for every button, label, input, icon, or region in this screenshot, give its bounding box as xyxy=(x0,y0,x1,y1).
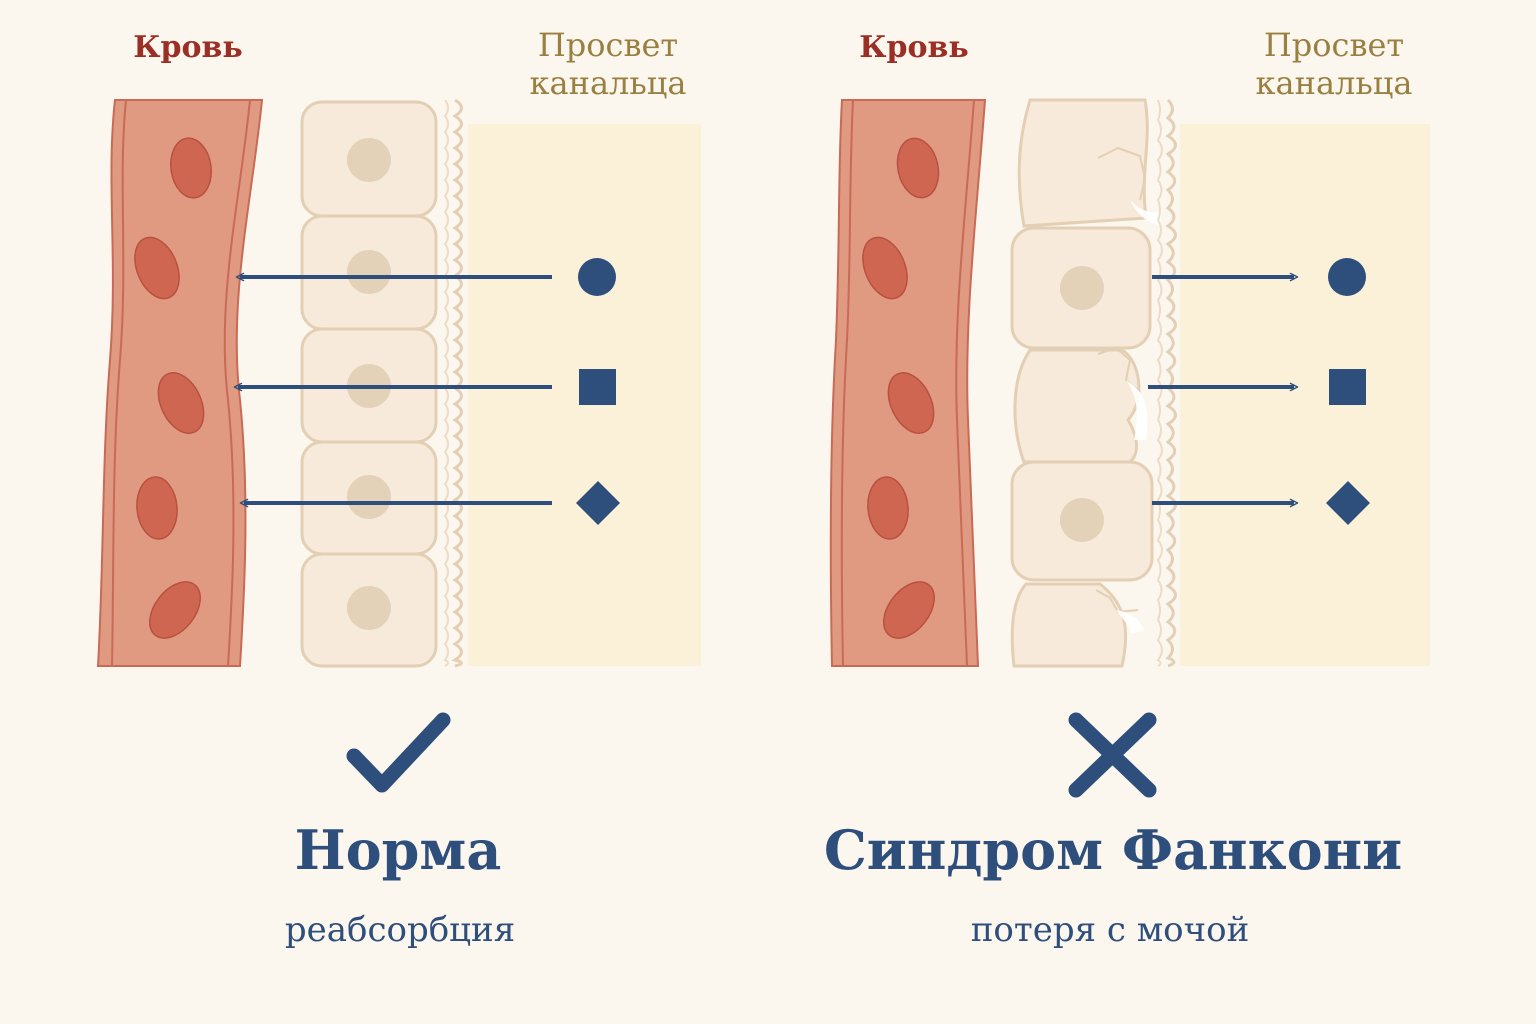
lumen-label: Просвет канальца xyxy=(488,26,728,102)
red-blood-cell xyxy=(170,137,212,199)
red-blood-cell xyxy=(883,581,935,639)
circle-icon xyxy=(1328,258,1366,296)
brush-border-damaged xyxy=(1156,98,1177,668)
reabsorption-arrows xyxy=(233,272,552,508)
diamond-icon xyxy=(1326,481,1370,525)
lumen-label-line1: Просвет xyxy=(537,26,679,64)
tubular-epithelium xyxy=(300,98,463,668)
lumen-label: Просвет канальца xyxy=(1214,26,1454,102)
panel-title: Синдром Фанкони xyxy=(823,818,1403,882)
cell-nucleus xyxy=(1060,498,1104,542)
cell-nucleus xyxy=(347,586,391,630)
cross-icon xyxy=(1068,712,1157,798)
lumen-label-line1: Просвет xyxy=(1263,26,1405,64)
check-icon xyxy=(346,712,451,793)
red-blood-cell xyxy=(862,236,908,300)
lumen-label-line2: канальца xyxy=(1255,64,1413,102)
damaged-epithelium xyxy=(1010,98,1177,668)
diamond-icon xyxy=(576,481,620,525)
microvilli-edge xyxy=(1165,98,1177,668)
red-blood-cell xyxy=(896,137,940,199)
square-icon xyxy=(579,369,616,405)
cell-nucleus xyxy=(347,138,391,182)
microvilli-edge xyxy=(443,99,449,667)
cell-crack xyxy=(1095,589,1139,614)
blood-vessel xyxy=(829,99,987,667)
cell-crack xyxy=(1097,146,1147,201)
panel-title: Норма xyxy=(294,818,502,882)
cell-nucleus xyxy=(347,250,391,294)
epithelial-cell xyxy=(1017,98,1149,228)
red-blood-cell xyxy=(136,476,178,540)
blood-label: Кровь xyxy=(859,30,969,65)
square-icon xyxy=(1329,369,1366,405)
brush-border xyxy=(443,98,463,668)
red-blood-cell xyxy=(134,236,180,300)
panel-subtitle: потеря с мочой xyxy=(970,910,1250,950)
red-blood-cell xyxy=(867,476,909,540)
panel-normal xyxy=(96,98,701,793)
microvilli-edge xyxy=(1156,99,1163,667)
circle-icon xyxy=(578,258,616,296)
cell-nucleus xyxy=(347,475,391,519)
lumen-label-line2: канальца xyxy=(529,64,687,102)
cell-gap xyxy=(1126,380,1148,440)
tubule-lumen xyxy=(1180,124,1430,666)
blood-vessel xyxy=(96,99,264,667)
cell-gap xyxy=(1130,200,1162,226)
panel-fanconi xyxy=(829,98,1430,798)
red-blood-cell xyxy=(157,372,205,434)
blood-label: Кровь xyxy=(133,30,243,65)
microvilli-edge xyxy=(451,98,463,668)
cell-gap xyxy=(1116,610,1144,634)
epithelial-cell xyxy=(1013,348,1141,464)
cell-nucleus xyxy=(1060,266,1104,310)
epithelial-cell xyxy=(1010,582,1127,668)
red-blood-cell xyxy=(887,372,935,434)
panel-subtitle: реабсорбция xyxy=(284,910,516,950)
loss-arrows xyxy=(1148,272,1299,508)
red-blood-cell xyxy=(149,581,201,639)
